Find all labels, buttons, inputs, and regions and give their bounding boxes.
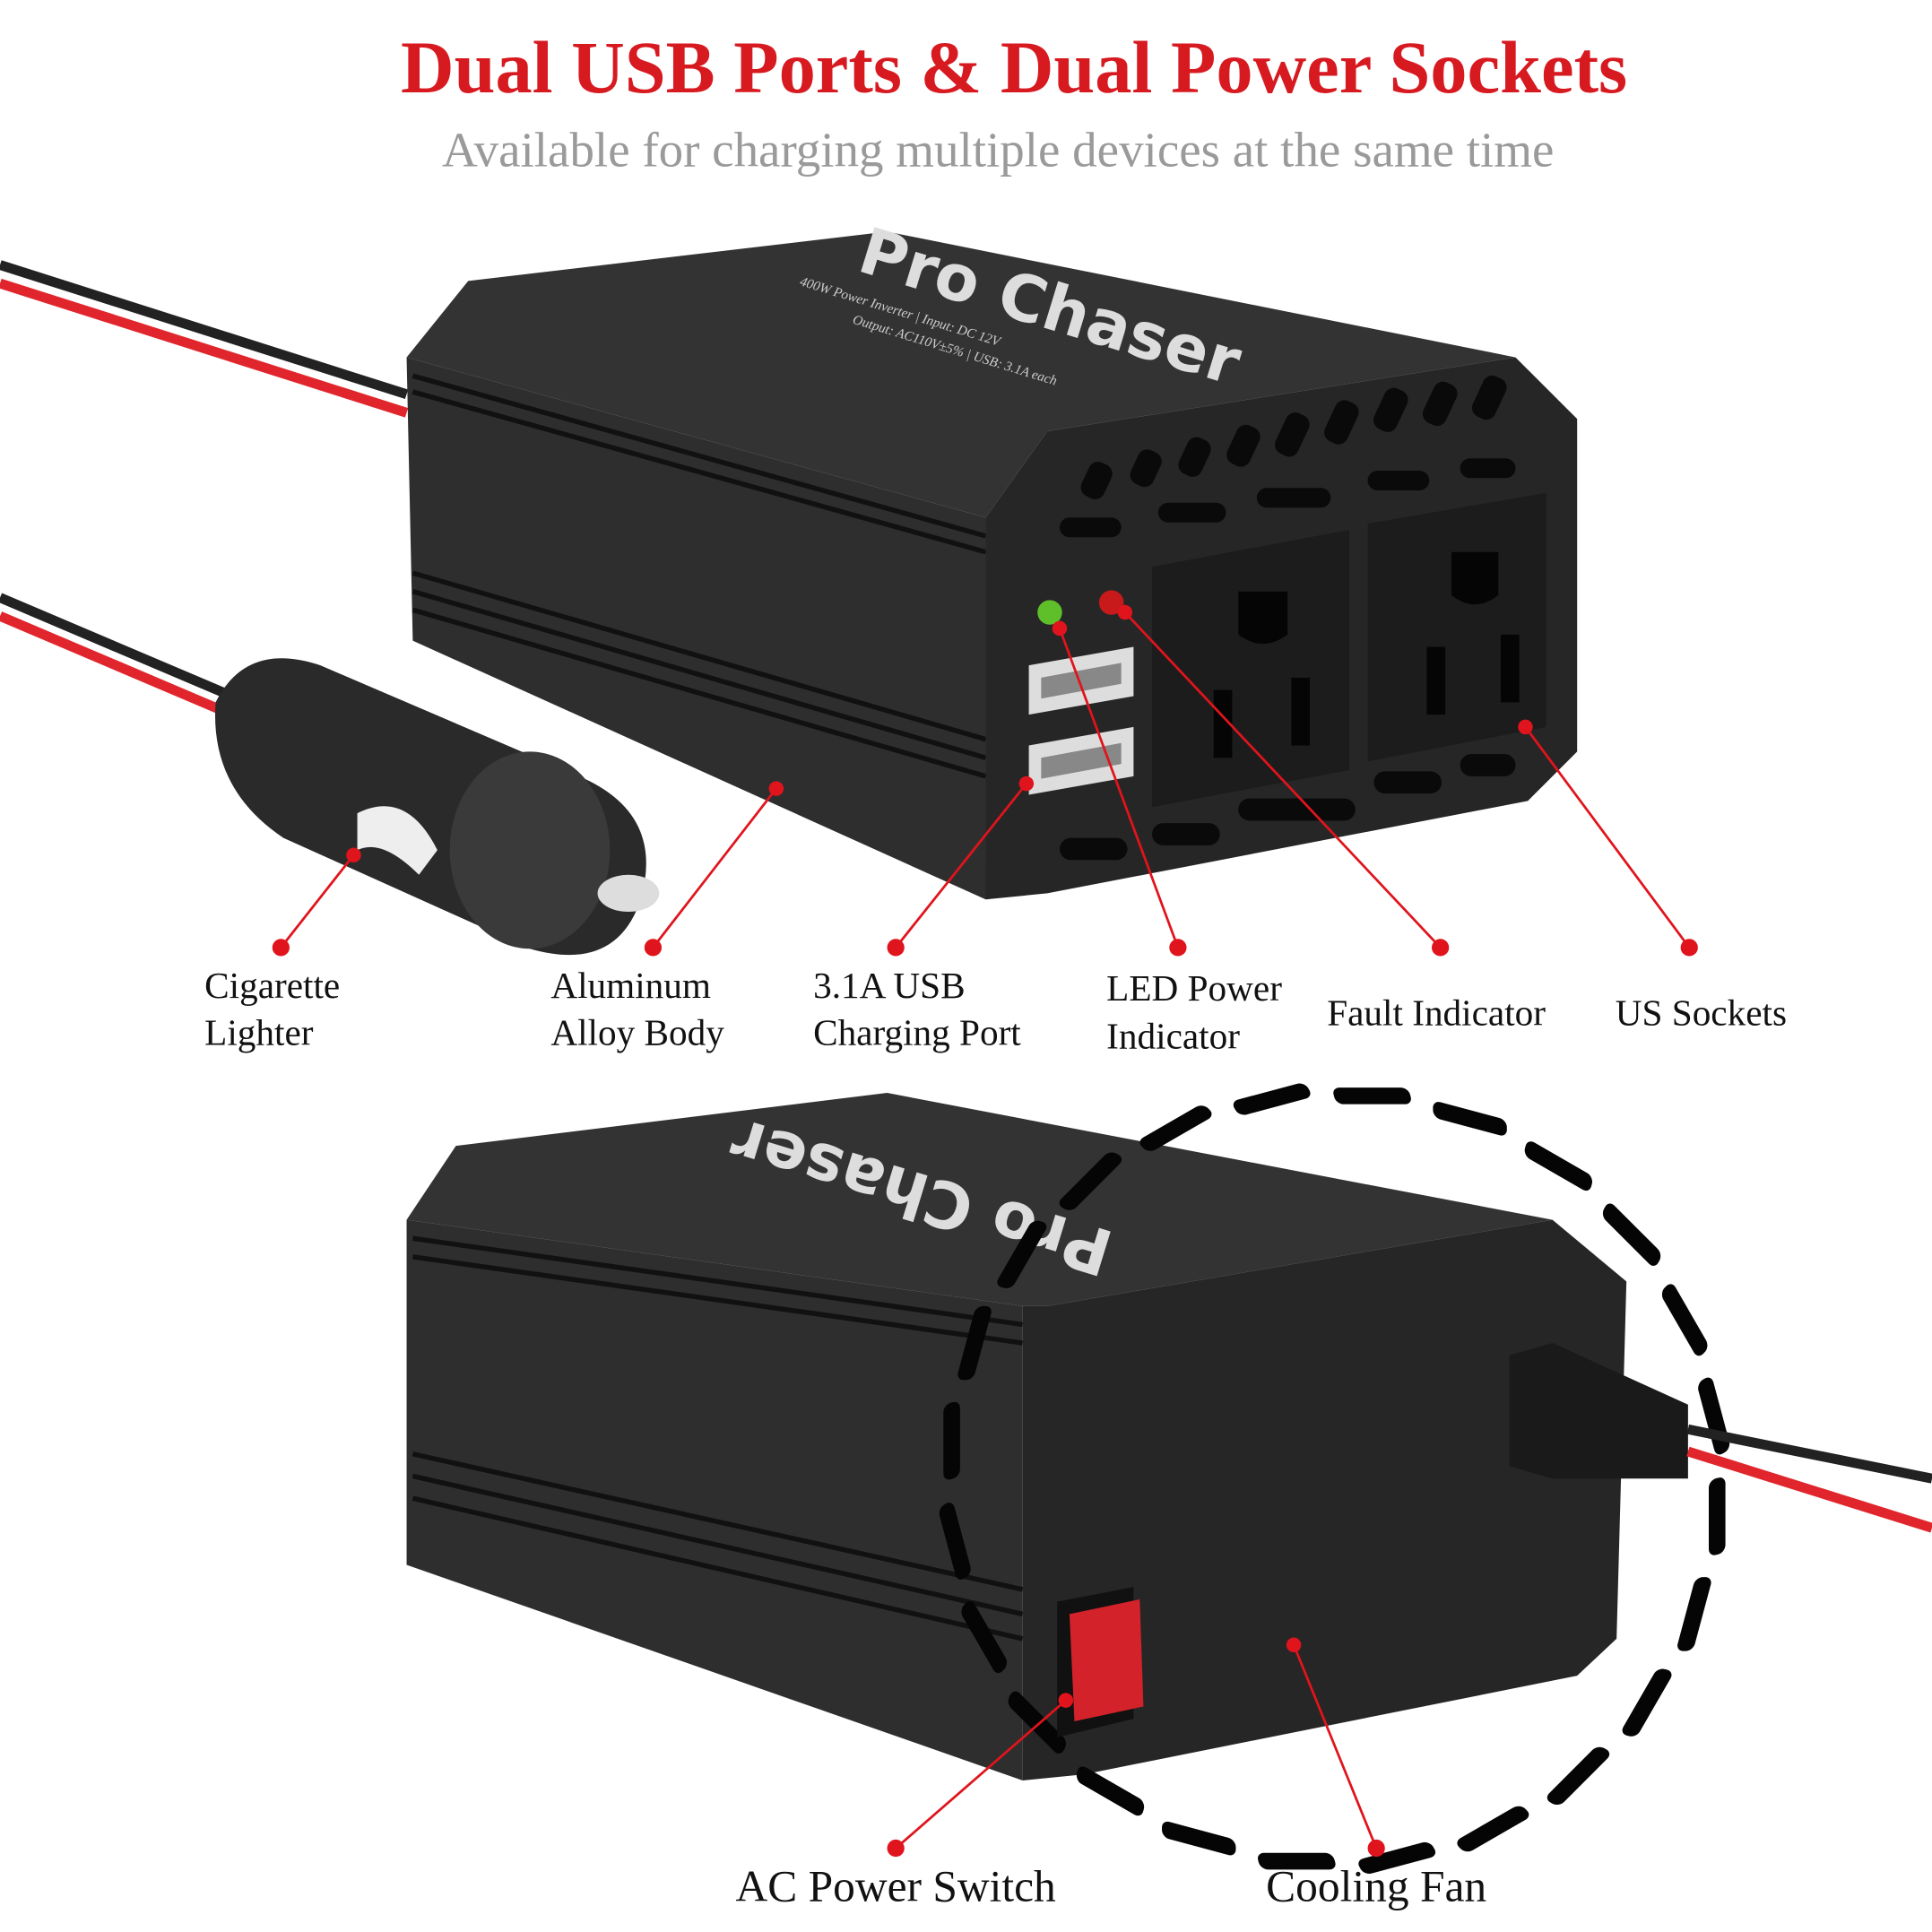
fan-vent-slot [1257,1852,1336,1870]
fan-vent-slot [1008,1691,1066,1754]
callout-fault-indicator: Fault Indicator [1117,604,1546,1033]
callout-us-sockets: US Sockets [1518,719,1787,1033]
fan-vent-slot [1602,1203,1661,1266]
callout-label: US Sockets [1616,992,1787,1033]
callout-ac-power-switch: AC Power Switch [736,1693,1074,1911]
fan-vent-slot [1524,1141,1592,1191]
ac-power-switch [1057,1587,1144,1737]
power-cable-top [0,260,409,726]
callout-label: Fault Indicator [1327,992,1546,1033]
callout-label: Lighter [204,1011,314,1053]
fan-vent-slot [939,1503,971,1580]
fan-vent-slot [1622,1668,1672,1737]
callout-label: AC Power Switch [736,1862,1057,1911]
fan-vent-slot [1358,1841,1436,1874]
fan-vent-slot [1162,1821,1236,1856]
fan-vent-slot [1139,1105,1212,1151]
cigarette-lighter-plug [214,658,660,956]
subheadline: Available for charging multiple devices … [442,123,1554,178]
callout-label: Aluminum [550,965,711,1006]
callout-label: Alloy Body [550,1011,724,1053]
callout-label: Indicator [1106,1016,1240,1057]
usb-port [1028,726,1134,795]
fan-vent-slot [1677,1577,1711,1651]
fan-vent-slot [1076,1766,1145,1816]
fan-vent-slot [943,1401,960,1480]
headline: Dual USB Ports & Dual Power Sockets [401,27,1627,108]
fault-indicator-led [1098,590,1124,615]
fan-vent-slot [1433,1102,1507,1136]
fan-vent-slot [997,1220,1047,1288]
callout-label: LED Power [1106,967,1282,1009]
callout-cooling-fan: Cooling Fan [1266,1637,1486,1911]
led-power-indicator [1037,600,1062,625]
fan-vent-slot [957,1305,992,1381]
callout-label: Charging Port [813,1011,1021,1053]
callout-label: 3.1A USB [813,965,966,1006]
callout-label: Cooling Fan [1266,1862,1486,1911]
fan-vent-slot [1457,1806,1529,1852]
inverter-rear-view: Pro Chaser [406,1083,1932,1874]
fan-vent-slot [961,1601,1007,1674]
fan-vent-slot [1698,1377,1730,1455]
power-cable-rear [1509,1343,1932,1533]
callout-aluminum-body: Aluminum Alloy Body [550,781,784,1053]
inverter-top-view: Pro Chaser 400W Power Inverter | Input: … [406,213,1578,900]
fan-vent-slot [1233,1083,1311,1115]
fan-vent-slot [1708,1477,1726,1555]
callout-usb-port: 3.1A USB Charging Port [813,775,1035,1053]
us-socket [1152,529,1349,808]
fan-vent-slot [1546,1746,1610,1806]
us-socket [1367,492,1546,762]
fan-vent-slot [1059,1152,1122,1210]
callout-led-power: LED Power Indicator [1052,620,1282,1057]
usb-port [1028,646,1134,715]
callout-label: Cigarette [204,965,340,1006]
fan-vent-slot [1661,1284,1708,1356]
callout-cigarette-lighter: Cigarette Lighter [204,847,361,1053]
fan-vent-slot [1333,1087,1411,1105]
